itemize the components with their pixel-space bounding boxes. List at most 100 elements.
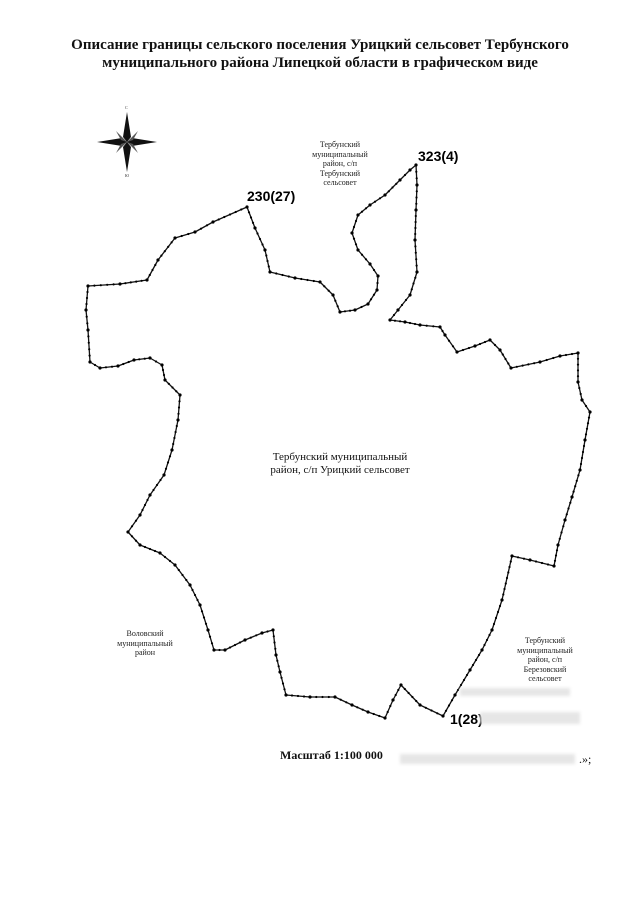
- boundary-vertex: [552, 564, 556, 568]
- boundary-vertex: [308, 695, 312, 699]
- boundary-vertex: [155, 483, 159, 487]
- boundary-vertex: [84, 308, 88, 312]
- boundary-vertex: [424, 706, 427, 709]
- boundary-vertex: [480, 648, 484, 652]
- boundary-vertex: [488, 633, 491, 637]
- boundary-vertex: [414, 220, 417, 224]
- boundary-vertex: [516, 556, 520, 559]
- boundary-vertex: [393, 319, 397, 322]
- boundary-vertex: [277, 665, 280, 668]
- boundary-vertex: [562, 525, 565, 528]
- boundary-vertex: [175, 390, 178, 393]
- boundary-vertex: [455, 350, 459, 354]
- boundary-vertex: [98, 366, 102, 370]
- boundary-vertex: [418, 703, 422, 707]
- boundary-vertex: [483, 340, 487, 344]
- boundary-vertex: [187, 232, 190, 236]
- boundary-vertex: [177, 406, 181, 409]
- boundary-vertex: [321, 695, 324, 699]
- boundary-vertex: [383, 193, 387, 197]
- boundary-vertex: [152, 488, 155, 492]
- boundary-vertex: [408, 168, 412, 172]
- boundary-vertex: [508, 565, 511, 569]
- boundary-vertex: [127, 360, 130, 364]
- boundary-vertex: [350, 231, 354, 235]
- boundary-vertex: [276, 659, 279, 662]
- boundary-vertex: [527, 363, 530, 366]
- boundary-vertex: [176, 418, 180, 422]
- boundary-vertex: [161, 368, 165, 372]
- boundary-vertex: [468, 668, 472, 672]
- compass-north-label: С: [125, 105, 128, 110]
- boundary-vertex: [245, 205, 249, 209]
- boundary-vertex: [453, 693, 457, 697]
- boundary-vertex: [522, 557, 526, 560]
- boundary-vertex: [556, 543, 560, 547]
- boundary-vertex: [576, 375, 580, 378]
- boundary-vertex: [167, 382, 170, 385]
- boundary-vertex: [414, 251, 417, 254]
- boundary-vertex: [112, 283, 115, 286]
- boundary-vertex: [587, 416, 591, 419]
- boundary-vertex: [372, 712, 375, 716]
- boundary-vertex: [178, 393, 182, 397]
- boundary-vertex: [202, 616, 206, 619]
- boundary-vertex: [88, 354, 91, 357]
- boundary-vertex: [166, 461, 170, 464]
- boundary-vertex: [318, 280, 322, 284]
- map-scale: Масштаб 1:100 000: [280, 748, 383, 762]
- boundary-vertex: [274, 653, 278, 657]
- boundary-vertex: [540, 561, 544, 565]
- boundary-vertex: [509, 560, 512, 563]
- boundary-vertex: [538, 360, 542, 364]
- boundary-vertex: [348, 309, 352, 312]
- boundary-vertex: [366, 710, 370, 714]
- boundary-vertex: [394, 693, 397, 697]
- boundary-vertex: [438, 325, 442, 329]
- boundary-vertex: [496, 610, 500, 614]
- boundary-vertex: [175, 424, 178, 428]
- boundary-vertex: [293, 276, 297, 280]
- boundary-vertex: [411, 695, 414, 699]
- trailing-punctuation: .»;: [579, 752, 592, 766]
- boundary-vertex: [143, 503, 147, 507]
- boundary-vertex: [87, 341, 90, 344]
- boundary-vertex: [465, 673, 469, 677]
- boundary-vertex: [140, 279, 143, 282]
- boundary-vertex: [387, 190, 390, 193]
- boundary-vertex: [284, 693, 288, 697]
- boundary-vertex: [413, 238, 417, 242]
- boundary-vertex: [354, 243, 358, 246]
- boundary-vertex: [456, 688, 460, 692]
- boundary-vertex: [459, 683, 463, 687]
- boundary-vertex: [570, 352, 574, 356]
- boundary-vertex: [354, 219, 358, 223]
- boundary-vertex: [343, 310, 347, 313]
- boundary-vertex: [534, 560, 538, 563]
- boundary-vertex: [576, 369, 580, 372]
- region-label-line: Тербунский: [319, 168, 361, 178]
- boundary-vertex: [414, 245, 417, 248]
- boundary-vertex: [170, 448, 174, 452]
- boundary-vertex: [500, 598, 504, 602]
- boundary-vertex: [414, 163, 418, 167]
- boundary-vertex: [413, 322, 417, 326]
- point-label-323: 323(4): [418, 148, 459, 164]
- boundary-vertex: [238, 641, 242, 644]
- boundary-vertex: [116, 364, 120, 368]
- boundary-vertex: [172, 442, 175, 446]
- boundary-vertex: [583, 438, 587, 442]
- boundary-vertex: [180, 234, 183, 238]
- boundary-vertex: [552, 356, 555, 360]
- boundary-vertex: [578, 386, 581, 390]
- boundary-vertex: [228, 213, 232, 216]
- boundary-vertex: [338, 310, 342, 314]
- boundary-vertex: [126, 530, 130, 534]
- boundary-vertices: [84, 163, 592, 720]
- boundary-vertex: [334, 299, 337, 302]
- region-label-line: Березовский: [523, 664, 567, 674]
- boundary-vertex: [148, 493, 152, 497]
- boundary-vertex: [555, 549, 559, 552]
- boundary-vertex: [138, 358, 141, 361]
- boundary-vertex: [372, 268, 376, 272]
